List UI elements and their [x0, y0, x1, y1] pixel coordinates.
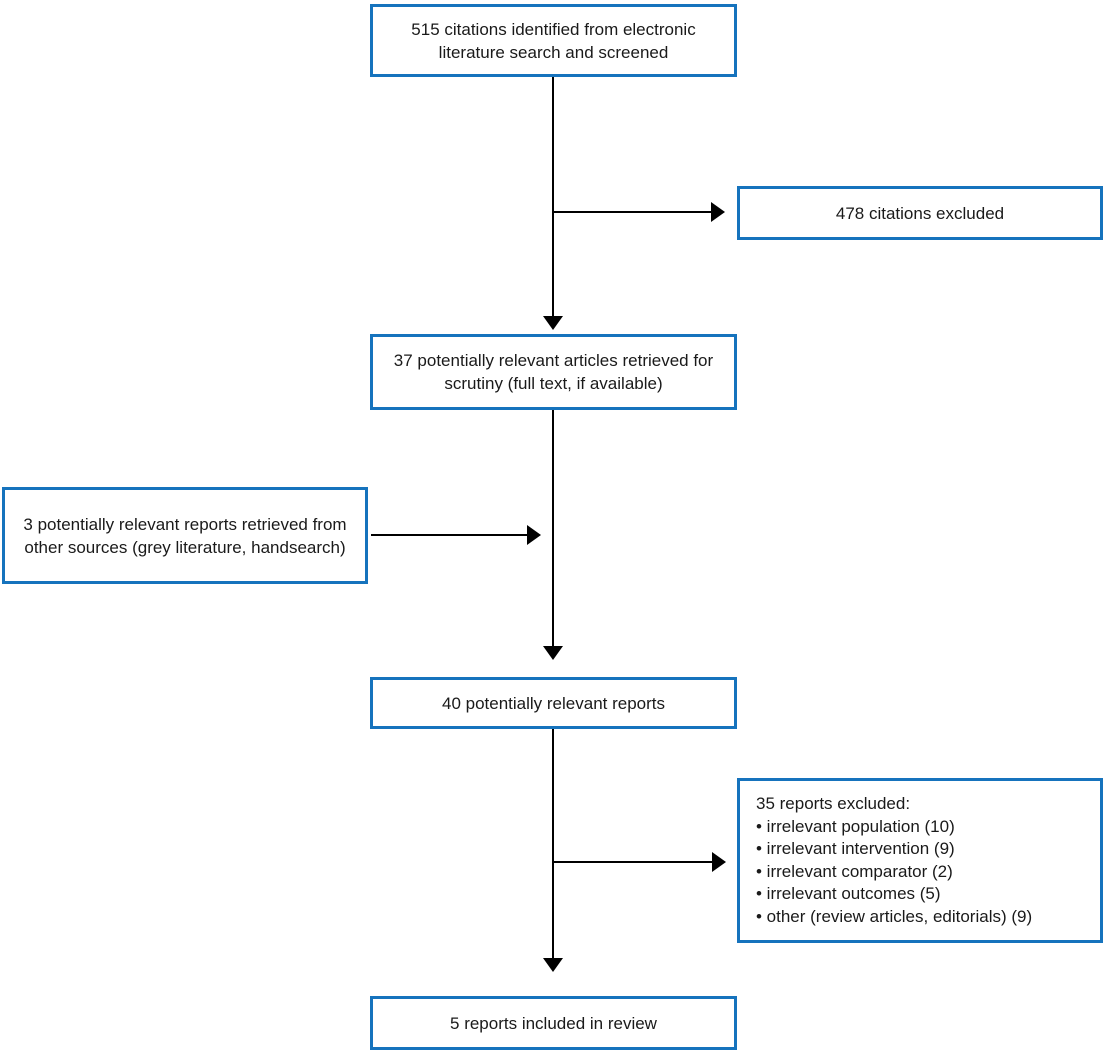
arrow-retrieved-to-relevant — [543, 410, 563, 660]
box-potentially-relevant-reports: 40 potentially relevant reports — [370, 677, 737, 729]
exclusion-reason-intervention: • irrelevant intervention (9) — [756, 839, 955, 858]
box-reports-included: 5 reports included in review — [370, 996, 737, 1050]
reports-excluded-heading: 35 reports excluded: — [756, 794, 911, 813]
arrow-relevant-to-included — [543, 729, 563, 972]
box-articles-retrieved-text: 37 potentially relevant articles retriev… — [393, 351, 714, 393]
box-citations-excluded: 478 citations excluded — [737, 186, 1103, 240]
arrow-identified-to-retrieved — [543, 77, 563, 330]
arrow-to-citations-excluded — [553, 202, 725, 222]
box-citations-identified-text: 515 citations identified from electronic… — [411, 19, 696, 62]
exclusion-reason-other: • other (review articles, editorials) (9… — [756, 906, 1033, 926]
box-citations-identified: 515 citations identified from electronic… — [370, 4, 737, 77]
box-reports-included-text: 5 reports included in review — [450, 1013, 657, 1033]
arrow-other-sources-to-flow — [371, 525, 541, 545]
exclusion-reason-outcomes: • irrelevant outcomes (5) — [756, 884, 941, 903]
exclusion-reason-population: • irrelevant population (10) — [756, 816, 955, 836]
box-potentially-relevant-reports-text: 40 potentially relevant reports — [441, 693, 666, 713]
box-citations-excluded-text: 478 citations excluded — [835, 203, 1005, 223]
box-other-sources: 3 potentially relevant reports retrieved… — [2, 487, 368, 584]
box-other-sources-text: 3 potentially relevant reports retrieved… — [23, 514, 347, 557]
arrow-to-reports-excluded — [553, 852, 726, 872]
box-reports-excluded: 35 reports excluded: • irrelevant popula… — [737, 778, 1103, 943]
exclusion-reason-comparator: • irrelevant comparator (2) — [756, 861, 953, 881]
box-articles-retrieved: 37 potentially relevant articles retriev… — [370, 334, 737, 410]
